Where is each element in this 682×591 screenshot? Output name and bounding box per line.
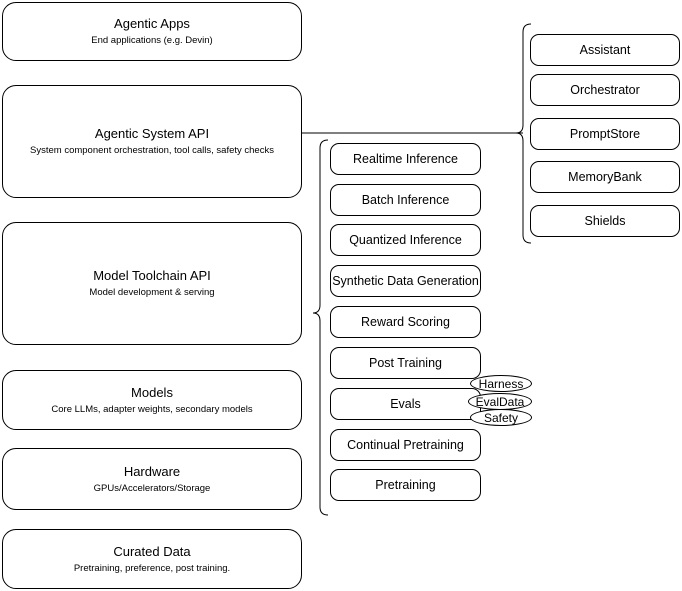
layer-box-agentic-apps[interactable]: Agentic Apps End applications (e.g. Devi… xyxy=(2,2,302,61)
component-box-orchestrator[interactable]: Orchestrator xyxy=(530,74,680,106)
layer-box-agentic-system-api[interactable]: Agentic System API System component orch… xyxy=(2,85,302,198)
component-label: Reward Scoring xyxy=(361,315,450,329)
component-box-batch-inference[interactable]: Batch Inference xyxy=(330,184,481,216)
layer-subtitle: Core LLMs, adapter weights, secondary mo… xyxy=(51,403,253,415)
component-label: Continual Pretraining xyxy=(347,438,464,452)
layer-box-model-toolchain-api[interactable]: Model Toolchain API Model development & … xyxy=(2,222,302,345)
component-box-promptstore[interactable]: PromptStore xyxy=(530,118,680,150)
layer-subtitle: GPUs/Accelerators/Storage xyxy=(93,482,211,494)
eval-tag-label: Harness xyxy=(478,376,524,391)
layer-title: Hardware xyxy=(123,463,181,479)
component-box-continual-pretraining[interactable]: Continual Pretraining xyxy=(330,429,481,461)
component-label: Evals xyxy=(390,397,421,411)
layer-box-hardware[interactable]: Hardware GPUs/Accelerators/Storage xyxy=(2,448,302,510)
layer-subtitle: Model development & serving xyxy=(89,287,215,298)
component-box-realtime-inference[interactable]: Realtime Inference xyxy=(330,143,481,175)
component-box-evals[interactable]: Evals xyxy=(330,388,481,420)
component-label: Shields xyxy=(584,214,626,228)
layer-title: Agentic Apps xyxy=(114,16,190,31)
bracket-toolchain-components xyxy=(312,139,329,516)
component-label: Realtime Inference xyxy=(353,152,458,166)
layer-title: Models xyxy=(131,384,173,400)
component-label: Batch Inference xyxy=(361,193,450,207)
eval-tag-label: Safety xyxy=(483,410,519,425)
component-box-reward-scoring[interactable]: Reward Scoring xyxy=(330,306,481,338)
layer-title: Curated Data xyxy=(113,543,191,559)
layer-subtitle: End applications (e.g. Devin) xyxy=(91,35,213,46)
component-label: MemoryBank xyxy=(568,170,642,184)
layer-title: Model Toolchain API xyxy=(93,268,211,283)
component-box-quantized-inference[interactable]: Quantized Inference xyxy=(330,224,481,256)
component-box-assistant[interactable]: Assistant xyxy=(530,34,680,66)
component-box-post-training[interactable]: Post Training xyxy=(330,347,481,379)
component-label: Assistant xyxy=(579,43,631,57)
component-label: Post Training xyxy=(369,356,442,370)
component-box-pretraining[interactable]: Pretraining xyxy=(330,469,481,501)
component-label: Pretraining xyxy=(375,478,436,492)
component-label: PromptStore xyxy=(569,127,641,141)
component-label: Orchestrator xyxy=(570,83,640,97)
component-label: Synthetic Data Generation xyxy=(332,274,479,288)
component-label: Quantized Inference xyxy=(349,233,462,247)
bracket-agentic-components xyxy=(515,23,532,244)
eval-tag-label: EvalData xyxy=(475,394,525,409)
eval-tag-evaldata[interactable]: EvalData xyxy=(468,393,532,410)
layer-title: Agentic System API xyxy=(94,126,210,141)
component-box-shields[interactable]: Shields xyxy=(530,205,680,237)
layer-box-models[interactable]: Models Core LLMs, adapter weights, secon… xyxy=(2,370,302,430)
component-box-synthetic-data-generation[interactable]: Synthetic Data Generation xyxy=(330,265,481,297)
eval-tag-safety[interactable]: Safety xyxy=(470,409,532,426)
layer-subtitle: System component orchestration, tool cal… xyxy=(30,145,274,156)
layer-box-curated-data[interactable]: Curated Data Pretraining, preference, po… xyxy=(2,529,302,589)
component-box-memorybank[interactable]: MemoryBank xyxy=(530,161,680,193)
eval-tag-harness[interactable]: Harness xyxy=(470,375,532,392)
layer-subtitle: Pretraining, preference, post training. xyxy=(73,562,231,574)
